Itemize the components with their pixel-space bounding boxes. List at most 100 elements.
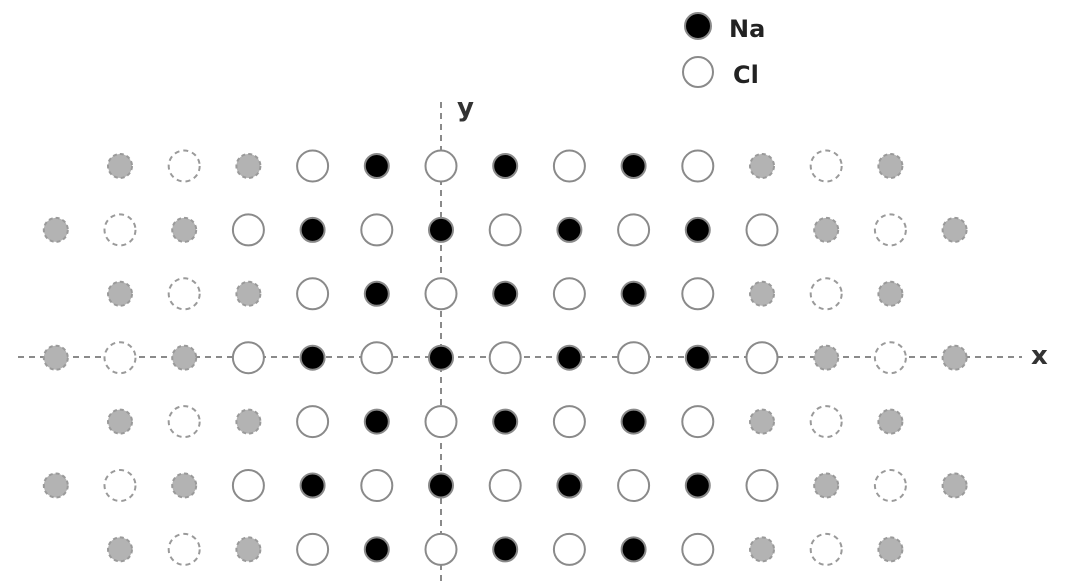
na-atom (299, 216, 326, 243)
gray-cl-atom (809, 277, 843, 311)
gray-cl-atom (809, 405, 843, 439)
na-atom (556, 216, 583, 243)
cl-atom (231, 213, 265, 247)
cl-atom (745, 213, 779, 247)
cl-atom (488, 469, 522, 502)
gray-na-atom (235, 536, 262, 563)
gray-na-atom (171, 344, 198, 371)
cl-atom (617, 341, 651, 375)
gray-cl-atom (167, 405, 201, 439)
gray-na-atom (941, 344, 968, 371)
cl-atom (296, 405, 330, 439)
gray-na-atom (171, 472, 198, 499)
gray-na-atom (107, 536, 133, 563)
gray-na-atom (877, 280, 904, 307)
gray-na-atom (42, 344, 69, 371)
cl-atom (424, 277, 458, 311)
gray-cl-atom (167, 277, 201, 311)
na-atom (556, 344, 583, 371)
cl-atom (231, 341, 265, 375)
gray-na-atom (42, 216, 69, 243)
na-atom (363, 153, 390, 179)
gray-na-atom (107, 408, 133, 435)
gray-na-atom (813, 344, 840, 371)
cl-atom (552, 277, 586, 311)
na-atom (428, 344, 454, 371)
na-atom (620, 280, 647, 307)
cl-atom (617, 469, 651, 502)
gray-na-atom (941, 216, 968, 243)
cl-atom (745, 341, 779, 375)
gray-na-atom (749, 408, 775, 435)
gray-na-atom (813, 216, 840, 243)
gray-na-atom (107, 153, 133, 179)
cl-atom (360, 469, 394, 502)
legend-cl-marker (682, 56, 714, 88)
na-atom (684, 216, 711, 243)
x-axis-label: x (1031, 341, 1048, 371)
na-atom (299, 472, 326, 499)
gray-cl-atom (873, 469, 907, 502)
gray-cl-atom (873, 213, 907, 247)
na-atom (363, 280, 390, 307)
gray-na-atom (749, 280, 775, 307)
gray-na-atom (235, 280, 262, 307)
y-axis-label: y (457, 93, 474, 123)
legend-cl-label: Cl (733, 61, 759, 89)
na-atom (492, 536, 519, 563)
na-atom (684, 344, 711, 371)
gray-cl-atom (103, 469, 137, 502)
gray-na-atom (941, 472, 968, 499)
cl-atom (681, 405, 715, 439)
cl-atom (552, 149, 586, 183)
gray-cl-atom (103, 213, 137, 247)
cl-atom (681, 149, 715, 183)
na-atom (684, 472, 711, 499)
cl-atom (360, 213, 394, 247)
gray-na-atom (235, 408, 262, 435)
cl-atom (296, 149, 330, 183)
cl-atom (360, 341, 394, 375)
gray-cl-atom (167, 149, 201, 183)
gray-na-atom (877, 153, 904, 179)
gray-na-atom (107, 280, 133, 307)
cl-atom (617, 213, 651, 247)
gray-cl-atom (873, 341, 907, 375)
cl-atom (296, 277, 330, 311)
na-atom (363, 408, 390, 435)
na-atom (620, 408, 647, 435)
gray-na-atom (877, 536, 904, 563)
cl-atom (681, 277, 715, 311)
gray-na-atom (813, 472, 840, 499)
legend-na-marker (684, 12, 712, 40)
cl-atom (424, 405, 458, 439)
gray-na-atom (235, 153, 262, 179)
na-atom (492, 280, 519, 307)
cl-atom (424, 149, 458, 183)
na-atom (556, 472, 583, 499)
gray-na-atom (171, 216, 198, 243)
na-atom (620, 153, 647, 179)
legend: Na Cl (682, 12, 765, 89)
cl-atom (424, 532, 458, 566)
cl-atom (552, 405, 586, 439)
na-atom (492, 408, 519, 435)
cl-atom (681, 532, 715, 566)
na-atom (428, 472, 454, 499)
gray-cl-atom (103, 341, 137, 375)
cl-atom (231, 469, 265, 502)
gray-cl-atom (809, 532, 843, 566)
cl-atom (745, 469, 779, 502)
gray-na-atom (42, 472, 69, 499)
gray-na-atom (749, 153, 775, 179)
gray-cl-atom (167, 532, 201, 566)
atom-grid (42, 149, 968, 566)
cl-atom (552, 532, 586, 566)
gray-na-atom (749, 536, 775, 563)
legend-na-label: Na (729, 15, 765, 43)
na-atom (363, 536, 390, 563)
cl-atom (296, 532, 330, 566)
na-atom (620, 536, 647, 563)
na-atom (428, 216, 454, 243)
